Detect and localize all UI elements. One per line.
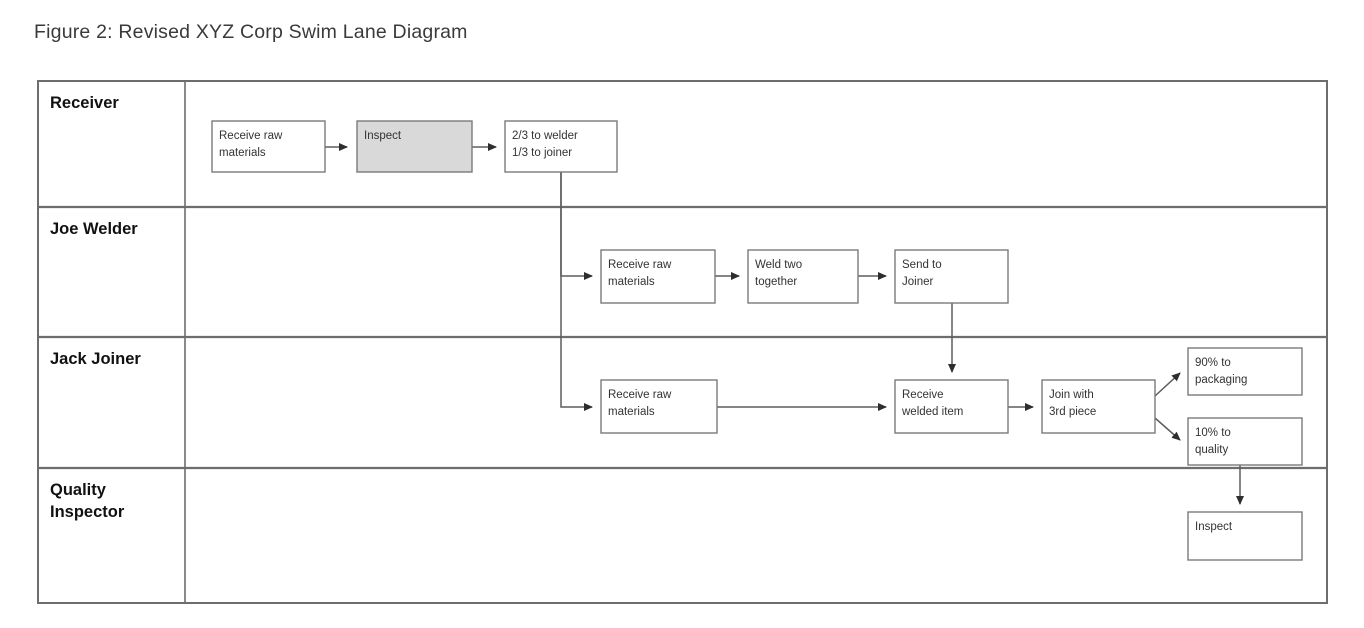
connector-join-third-to-join-pack [1154, 372, 1181, 397]
node-box-rec-receive[interactable] [211, 120, 326, 173]
node-label-rec-inspect: Inspect [364, 130, 402, 142]
node-box-weld-join[interactable] [747, 249, 859, 304]
node-box-qa-inspect[interactable] [1187, 511, 1303, 561]
node-box-weld-send[interactable] [894, 249, 1009, 304]
node-box-join-welded[interactable] [894, 379, 1009, 434]
node-box-join-receive[interactable] [600, 379, 718, 434]
node-box-join-pack[interactable] [1187, 347, 1303, 396]
lane-label-joe-welder: Joe Welder [50, 220, 138, 238]
node-box-weld-receive[interactable] [600, 249, 716, 304]
node-box-join-quality[interactable] [1187, 417, 1303, 466]
connector-layer [325, 143, 1244, 505]
page-title: Figure 2: Revised XYZ Corp Swim Lane Dia… [34, 21, 468, 43]
node-rec-inspect[interactable]: Inspect [356, 120, 473, 173]
connector-join-third-to-join-quality [1154, 417, 1181, 441]
node-box-join-third[interactable] [1041, 379, 1156, 434]
node-box-rec-inspect[interactable] [356, 120, 473, 173]
node-box-rec-split[interactable] [504, 120, 618, 173]
node-qa-inspect[interactable]: Inspect [1187, 511, 1303, 561]
lane-label-jack-joiner: Jack Joiner [50, 350, 141, 368]
connector-rec-split-to-join-receive [560, 172, 593, 411]
node-label-qa-inspect: Inspect [1195, 521, 1233, 533]
lane-label-receiver: Receiver [50, 94, 119, 112]
